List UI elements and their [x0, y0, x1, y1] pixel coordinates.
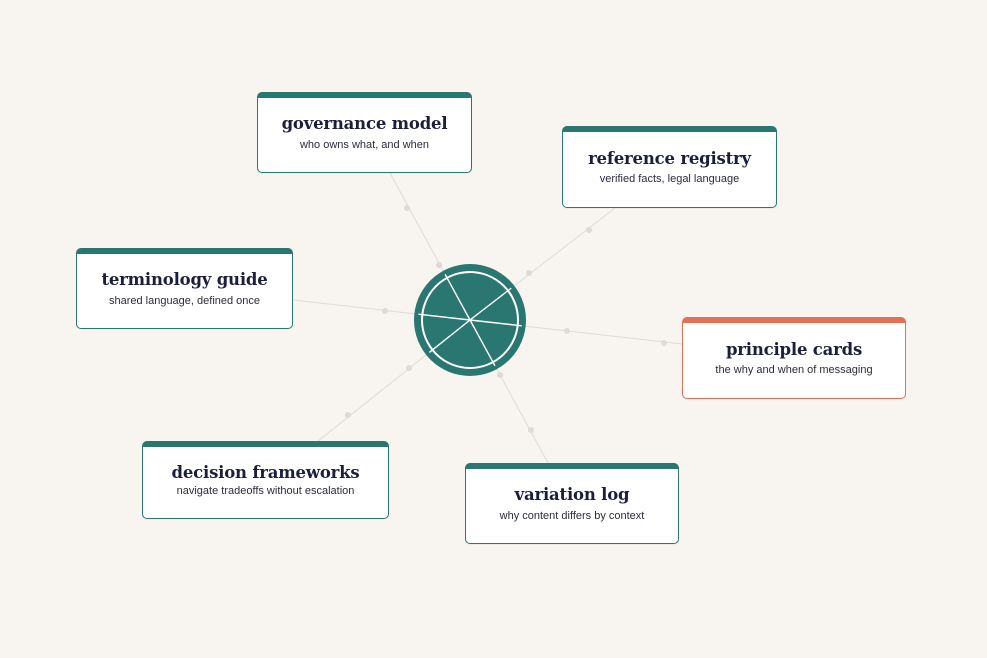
connector-dot-variation-0: [528, 427, 534, 433]
connector-dot-governance-1: [436, 262, 442, 268]
node-subtitle: verified facts, legal language: [599, 173, 740, 186]
connector-dot-decision-0: [345, 412, 351, 418]
node-title: variation log: [514, 485, 630, 505]
node-subtitle: shared language, defined once: [108, 294, 261, 307]
node-variation-log[interactable]: variation log why content differs by con…: [465, 463, 679, 544]
connector-dot-reference-0: [586, 227, 592, 233]
node-title: terminology guide: [101, 270, 268, 290]
connector-dot-principle-0: [564, 328, 570, 334]
hub-segment-reference: [469, 287, 512, 321]
connector-dot-terminology-0: [382, 308, 388, 314]
hub-segment-variation: [469, 319, 496, 367]
segmented-circle-icon: [418, 273, 522, 367]
connector-dot-variation-1: [497, 372, 503, 378]
node-reference-registry[interactable]: reference registry verified facts, legal…: [562, 126, 777, 208]
hub-segment-governance: [444, 273, 471, 321]
node-title: decision frameworks: [171, 462, 360, 482]
node-subtitle: the why and when of messaging: [715, 364, 873, 377]
node-title: governance model: [281, 114, 448, 134]
hub-circle[interactable]: [414, 264, 526, 376]
hub-inner-ring: [421, 271, 519, 369]
node-terminology-guide[interactable]: terminology guide shared language, defin…: [76, 248, 293, 329]
node-governance-model[interactable]: governance model who owns what, and when: [257, 92, 472, 173]
connector-dot-decision-1: [406, 365, 412, 371]
hub-segment-decision: [428, 319, 471, 353]
node-decision-frameworks[interactable]: decision frameworks navigate tradeoffs w…: [142, 441, 389, 519]
node-title: reference registry: [588, 148, 751, 168]
node-title: principle cards: [725, 339, 863, 359]
connector-dot-governance-0: [404, 205, 410, 211]
node-subtitle: navigate tradeoffs without escalation: [176, 485, 355, 498]
hub-segment-terminology: [418, 313, 471, 321]
node-principle-cards[interactable]: principle cards the why and when of mess…: [682, 317, 906, 399]
node-subtitle: who owns what, and when: [299, 138, 430, 151]
hub-segment-principle: [469, 319, 522, 327]
node-subtitle: why content differs by context: [499, 509, 645, 522]
connector-dot-principle-1: [661, 340, 667, 346]
connector-dot-reference-1: [526, 270, 532, 276]
